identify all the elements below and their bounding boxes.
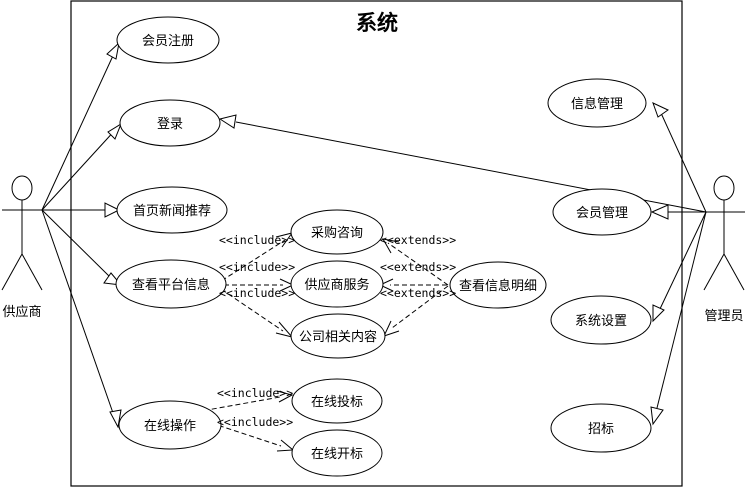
use-case-news: 首页新闻推荐 <box>116 186 228 234</box>
use-case-online-op: 在线操作 <box>118 400 222 450</box>
use-case-login-label: 登录 <box>157 117 183 132</box>
use-case-company-label: 公司相关内容 <box>299 329 377 345</box>
use-case-supplier-service: 供应商服务 <box>290 260 384 308</box>
supplier-associations <box>41 41 123 429</box>
use-case-bid: 在线投标 <box>291 378 383 424</box>
system-title: 系统 <box>356 11 398 35</box>
use-case-member-mgmt-label: 会员管理 <box>576 206 628 221</box>
include-label-company: <<include>> <box>219 286 295 300</box>
use-case-detail-label: 查看信息明细 <box>459 278 537 294</box>
include-label-open-bid: <<include>> <box>217 415 293 429</box>
extends-label-purchase: <<extends>> <box>380 233 456 247</box>
use-case-register-label: 会员注册 <box>142 34 194 49</box>
use-case-tender: 招标 <box>550 403 652 453</box>
use-case-open-bid: 在线开标 <box>291 429 383 477</box>
use-case-bid-label: 在线投标 <box>311 394 363 410</box>
system-boundary <box>70 0 683 487</box>
use-case-supplier-service-label: 供应商服务 <box>304 277 369 293</box>
supplier-actor-label: 供应商 <box>2 304 41 320</box>
use-case-platform-info-label: 查看平台信息 <box>132 277 210 293</box>
use-case-info-mgmt-label: 信息管理 <box>571 96 623 112</box>
use-case-register: 会员注册 <box>116 16 220 64</box>
use-case-platform-info: 查看平台信息 <box>115 259 227 309</box>
use-case-online-op-label: 在线操作 <box>144 418 196 434</box>
use-case-detail: 查看信息明细 <box>449 261 547 309</box>
use-case-purchase-label: 采购咨询 <box>311 225 363 241</box>
use-case-tender-label: 招标 <box>588 422 614 437</box>
use-case-sys-settings-label: 系统设置 <box>575 314 627 329</box>
use-case-purchase: 采购咨询 <box>290 209 384 255</box>
include-label-service: <<include>> <box>219 260 295 274</box>
use-case-news-label: 首页新闻推荐 <box>133 203 211 219</box>
supplier-actor <box>1 175 44 291</box>
use-case-sys-settings: 系统设置 <box>550 295 652 345</box>
use-case-company: 公司相关内容 <box>290 313 386 359</box>
admin-actor-label: 管理员 <box>704 309 743 324</box>
include-label-bid: <<include>> <box>217 386 293 400</box>
extends-label-service: <<extends>> <box>380 260 456 274</box>
use-case-info-mgmt: 信息管理 <box>547 78 647 128</box>
admin-actor <box>703 175 745 291</box>
use-case-login: 登录 <box>119 99 221 147</box>
use-case-open-bid-label: 在线开标 <box>311 447 363 462</box>
use-case-member-mgmt: 会员管理 <box>552 188 652 236</box>
include-label-purchase: <<include>> <box>219 233 295 247</box>
extends-label-company: <<extends>> <box>380 286 456 300</box>
